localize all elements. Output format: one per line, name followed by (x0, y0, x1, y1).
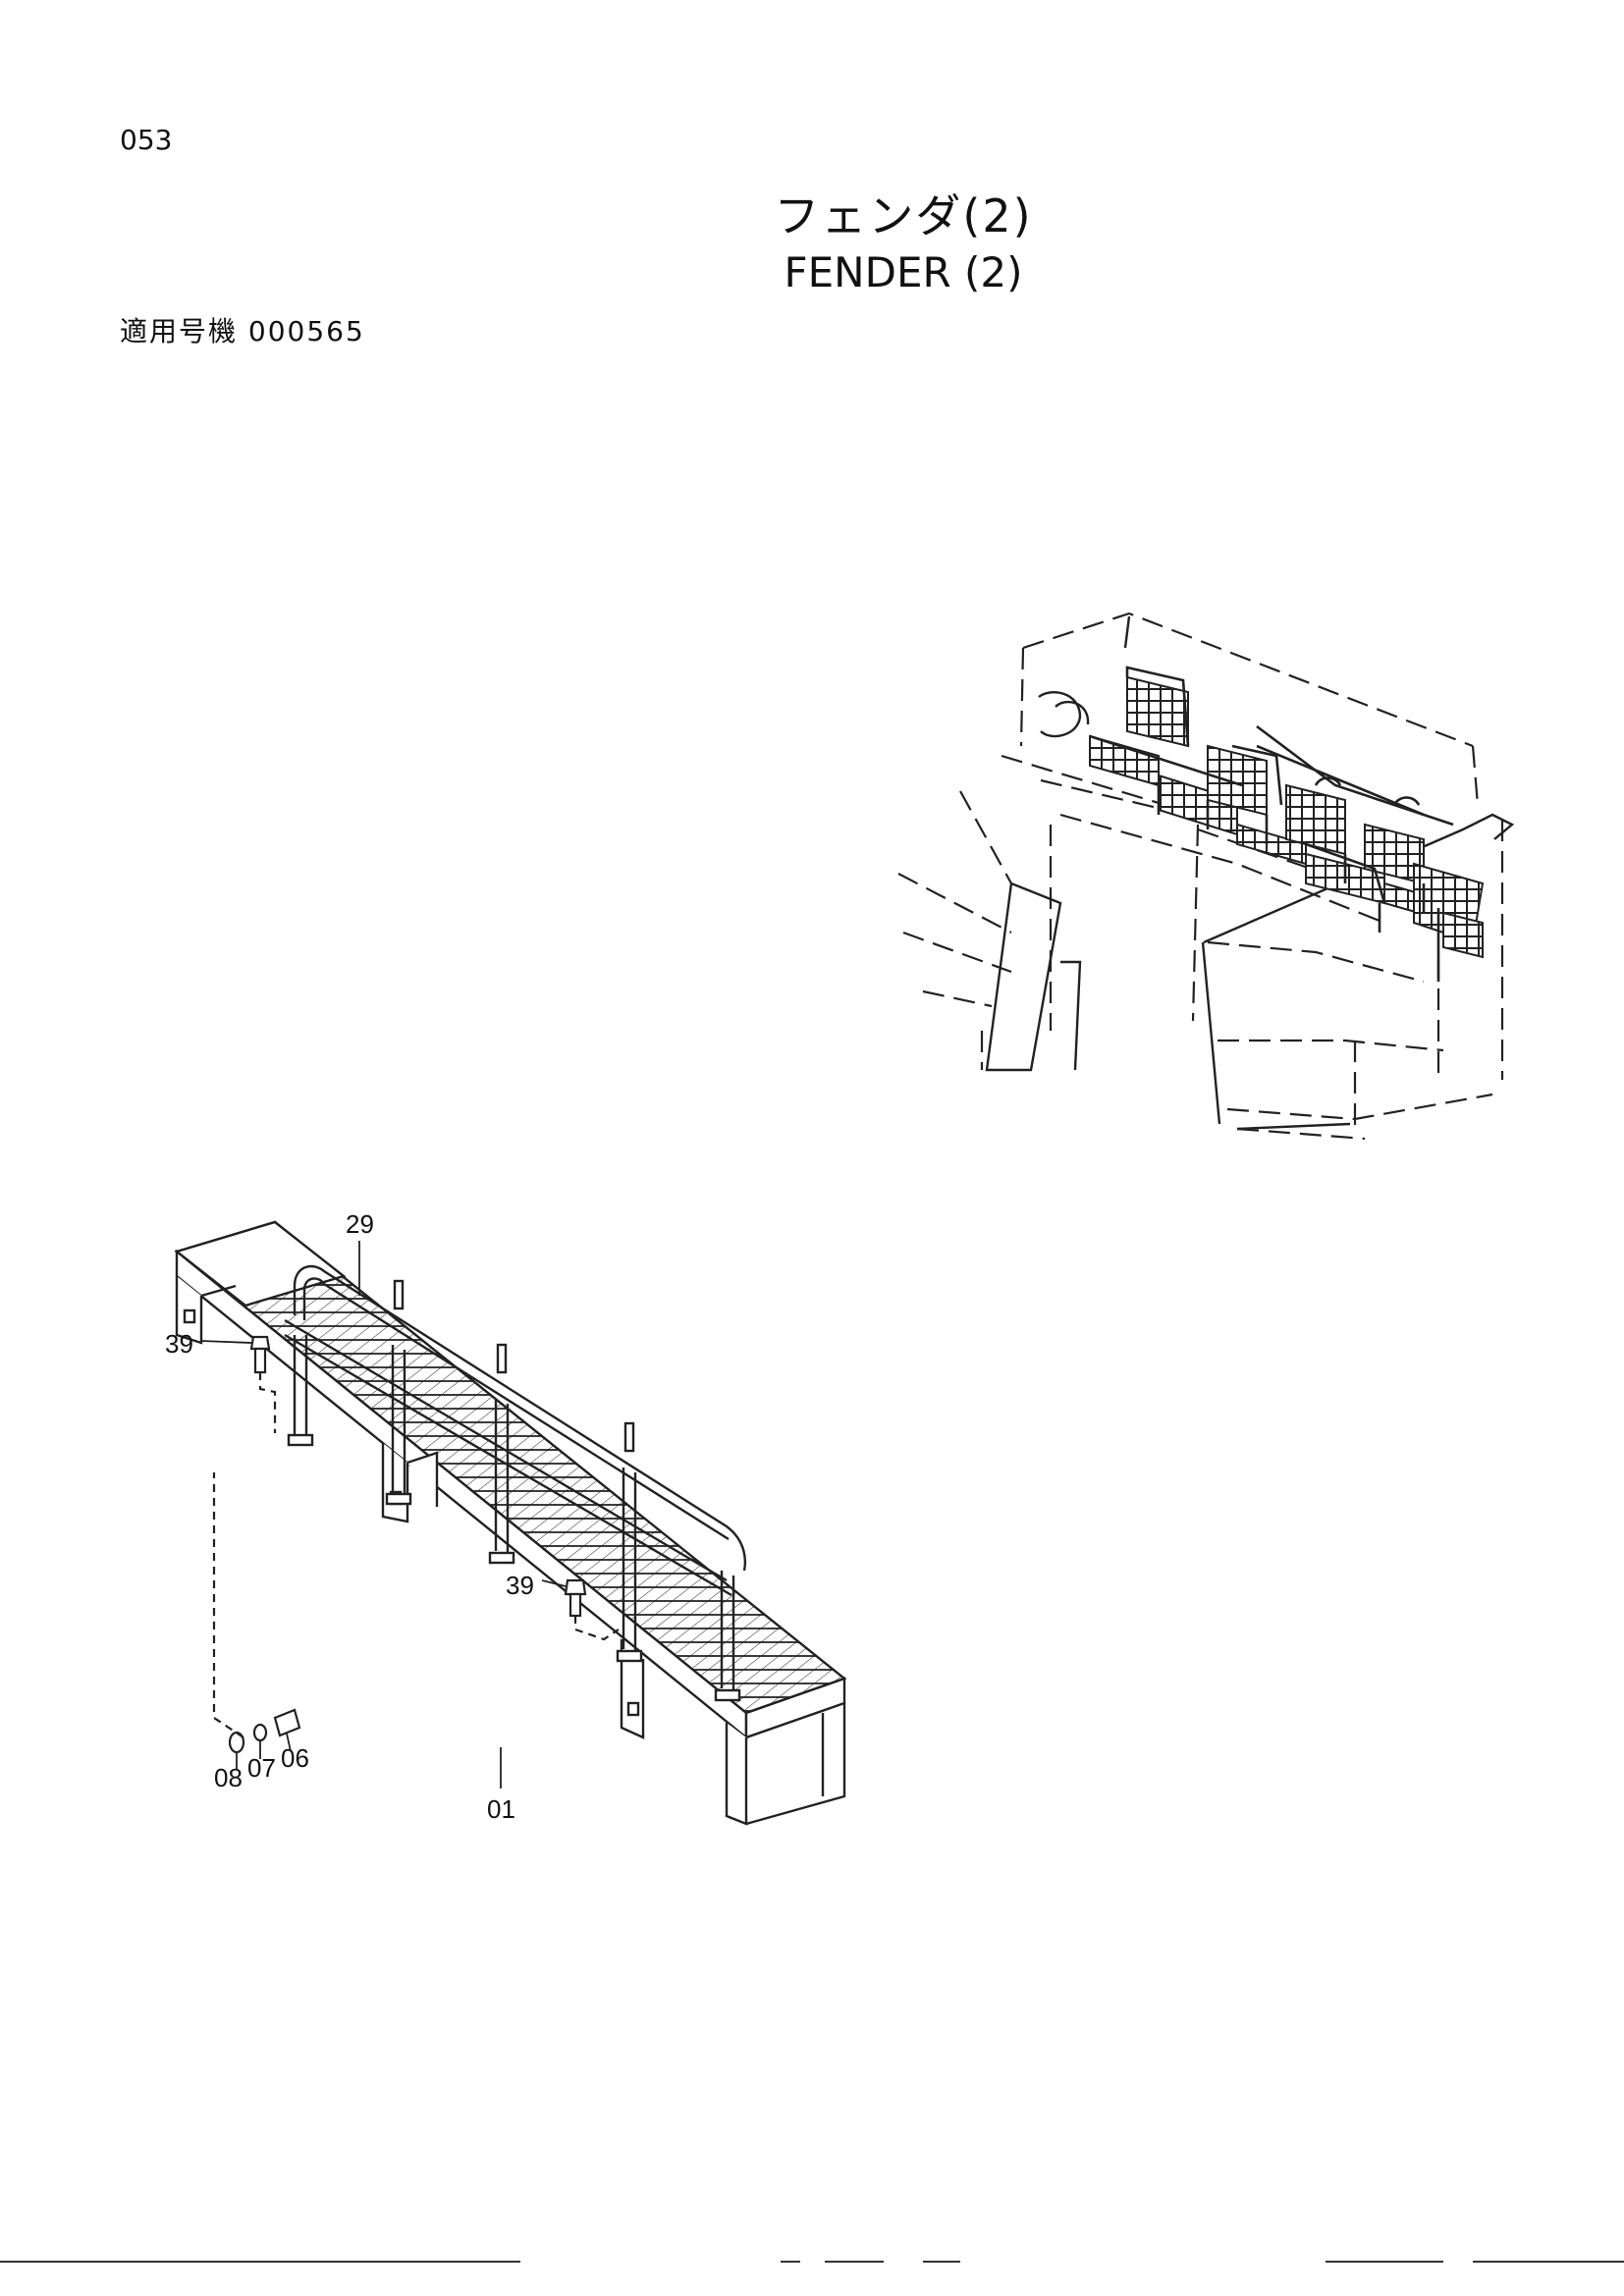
overview-handrails (1089, 666, 1454, 982)
callout-01: 01 (487, 1794, 515, 1824)
footer-rule-4 (923, 2261, 960, 2263)
footer-rule-5 (1326, 2261, 1443, 2263)
page-number: 053 (120, 124, 173, 156)
hardware-parts (212, 1335, 620, 1754)
title-japanese: フェンダ(2) (774, 189, 1033, 242)
title-english: FENDER (2) (784, 248, 1023, 296)
walkway-deck (174, 1220, 847, 1740)
callout-39-top: 39 (165, 1329, 193, 1359)
footer-rule-1 (0, 2261, 520, 2263)
footer-rule-2 (781, 2261, 800, 2263)
callout-29: 29 (346, 1209, 374, 1239)
callout-06: 06 (281, 1743, 309, 1773)
serial-label: 適用号機 (120, 315, 239, 347)
callout-07: 07 (247, 1753, 276, 1783)
overview-solid-edges (985, 615, 1515, 1131)
handrail-assembly (284, 1264, 747, 1702)
callout-08: 08 (214, 1763, 243, 1792)
callout-39-middle: 39 (506, 1571, 534, 1600)
leader-lines (200, 1241, 567, 1789)
page-title: フェンダ(2) FENDER (2) (609, 187, 1198, 300)
callout-labels: 29 39 39 08 07 06 01 (165, 1209, 534, 1824)
footer-rule-6 (1473, 2261, 1624, 2263)
overview-walkway-grates (1089, 675, 1485, 959)
footer-rule-3 (825, 2261, 884, 2263)
serial-value: 000565 (247, 315, 365, 347)
applicable-serial: 適用号機 000565 (120, 310, 365, 349)
